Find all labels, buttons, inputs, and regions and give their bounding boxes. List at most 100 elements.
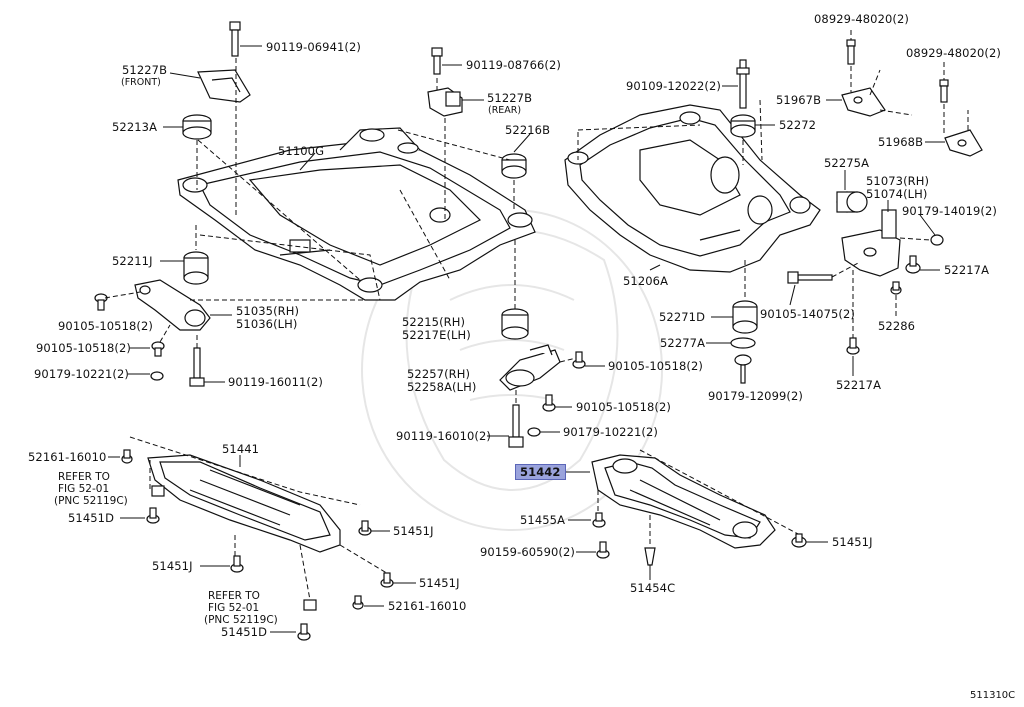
bushing-52213a[interactable] (182, 114, 212, 140)
clip-51451j-b[interactable] (358, 520, 372, 536)
label-90105-10518-c[interactable]: 90105-10518(2) (608, 359, 704, 373)
label-52213a[interactable]: 52213A (112, 120, 158, 134)
bolt-08929-48020-a[interactable] (846, 39, 856, 65)
label-51968b[interactable]: 51968B (878, 135, 924, 149)
ref-note-1-line2[interactable]: FIG 52-01 (58, 483, 110, 495)
front-crossmember-51100g[interactable] (177, 127, 536, 301)
clip-ref-fig52-01-b[interactable] (303, 599, 317, 611)
bolt-52286[interactable] (890, 281, 902, 295)
undercover-51441[interactable] (147, 454, 341, 553)
label-52217e-lh[interactable]: 52217E(LH) (402, 328, 471, 342)
label-90119-16010[interactable]: 90119-16010(2) (396, 429, 492, 443)
label-90179-10221-a[interactable]: 90179-10221(2) (34, 367, 130, 381)
bolt-52217a-a[interactable] (905, 255, 921, 274)
brace-51035-51036[interactable] (134, 279, 211, 331)
label-90105-14075[interactable]: 90105-14075(2) (760, 307, 856, 321)
label-51074-lh[interactable]: 51074(LH) (866, 187, 928, 201)
label-51100g[interactable]: 51100G (278, 144, 325, 158)
label-90119-08766[interactable]: 90119-08766(2) (466, 58, 562, 72)
label-90179-10221-b[interactable]: 90179-10221(2) (563, 425, 659, 439)
label-51451d-b[interactable]: 51451D (221, 625, 268, 639)
label-51451j-d[interactable]: 51451J (832, 535, 873, 549)
bolt-90119-08766[interactable] (431, 47, 443, 75)
clip-ref-fig52-01-a[interactable] (151, 485, 165, 497)
bolt-90159-60590[interactable] (596, 541, 610, 559)
label-52217a-a[interactable]: 52217A (944, 263, 990, 277)
label-51073-rh[interactable]: 51073(RH) (866, 174, 930, 188)
undercover-51442[interactable] (591, 454, 776, 549)
label-52215-rh[interactable]: 52215(RH) (402, 315, 466, 329)
clip-51451j-a[interactable] (230, 555, 244, 573)
washer-90179-10221-a[interactable] (150, 371, 164, 381)
bushing-52211j[interactable] (183, 251, 209, 285)
washer-90179-14019[interactable] (930, 234, 944, 246)
label-90179-12099[interactable]: 90179-12099(2) (708, 389, 804, 403)
label-90109-12022[interactable]: 90109-12022(2) (626, 79, 722, 93)
clip-52161-16010-a[interactable] (121, 449, 133, 464)
label-51441[interactable]: 51441 (222, 442, 260, 456)
bolt-90105-14075[interactable] (787, 271, 833, 284)
label-90159-60590[interactable]: 90159-60590(2) (480, 545, 576, 559)
label-51035-rh[interactable]: 51035(RH) (236, 304, 300, 318)
label-08929-48020-b[interactable]: 08929-48020(2) (906, 46, 1002, 60)
label-52211j[interactable]: 52211J (112, 254, 153, 268)
label-52286[interactable]: 52286 (878, 319, 916, 333)
bracket-51073-51074[interactable] (841, 209, 901, 277)
label-52216b[interactable]: 52216B (505, 123, 551, 137)
bolt-52217a-b[interactable] (846, 337, 860, 355)
label-90119-06941[interactable]: 90119-06941(2) (266, 40, 362, 54)
label-51442-highlighted[interactable]: 51442 (515, 464, 566, 480)
label-90119-16011[interactable]: 90119-16011(2) (228, 375, 324, 389)
bushing-52272[interactable] (730, 114, 756, 138)
bolt-90105-10518-c[interactable] (572, 351, 586, 369)
clip-51454c[interactable] (644, 547, 656, 566)
bracket-51227b-rear[interactable] (427, 87, 463, 117)
bracket-51968b[interactable] (944, 129, 983, 157)
bolt-90105-10518-b[interactable] (151, 341, 165, 357)
bushing-52215-52217e[interactable] (501, 308, 529, 340)
label-52161-16010-b[interactable]: 52161-16010 (388, 599, 467, 613)
label-52272[interactable]: 52272 (779, 118, 817, 132)
bolt-90119-06941[interactable] (229, 21, 241, 57)
label-90179-14019[interactable]: 90179-14019(2) (902, 204, 998, 218)
stopper-52257-52258a[interactable] (499, 344, 561, 391)
stud-90109-12022[interactable] (736, 59, 750, 109)
bushing-52275a[interactable] (836, 191, 868, 213)
label-51206a[interactable]: 51206A (623, 274, 669, 288)
label-52161-16010-a[interactable]: 52161-16010 (28, 450, 107, 464)
label-51451j-c[interactable]: 51451J (419, 576, 460, 590)
washer-52277a[interactable] (730, 337, 756, 349)
washer-90179-10221-b[interactable] (527, 427, 541, 437)
label-51227b-front[interactable]: 51227B (122, 63, 168, 77)
clip-51455a[interactable] (592, 512, 606, 528)
label-90105-10518-b[interactable]: 90105-10518(2) (36, 341, 132, 355)
bolt-90119-16010[interactable] (508, 404, 524, 448)
bolt-90105-10518-a[interactable] (94, 293, 108, 311)
bracket-51227b-front[interactable] (197, 69, 251, 103)
label-52271d[interactable]: 52271D (659, 310, 706, 324)
label-51455a[interactable]: 51455A (520, 513, 566, 527)
label-52217a-b[interactable]: 52217A (836, 378, 882, 392)
label-52257-rh[interactable]: 52257(RH) (407, 367, 471, 381)
bolt-90119-16011[interactable] (189, 347, 205, 387)
label-90105-10518-d[interactable]: 90105-10518(2) (576, 400, 672, 414)
rear-subframe-51206a[interactable] (564, 104, 821, 273)
label-51454c[interactable]: 51454C (630, 581, 676, 595)
label-90105-10518-a[interactable]: 90105-10518(2) (58, 319, 154, 333)
label-51451d-a[interactable]: 51451D (68, 511, 115, 525)
ref-note-2-line2[interactable]: FIG 52-01 (208, 602, 260, 614)
bracket-51967b[interactable] (841, 87, 886, 117)
clip-51451d-a[interactable] (146, 507, 160, 524)
label-52277a[interactable]: 52277A (660, 336, 706, 350)
label-51967b[interactable]: 51967B (776, 93, 822, 107)
label-52258a-lh[interactable]: 52258A(LH) (407, 380, 477, 394)
clip-51451d-b[interactable] (297, 623, 311, 641)
label-08929-48020-a[interactable]: 08929-48020(2) (814, 12, 910, 26)
bolt-90179-12099[interactable] (734, 354, 752, 384)
label-51451j-b[interactable]: 51451J (393, 524, 434, 538)
label-51227b-rear[interactable]: 51227B (487, 91, 533, 105)
label-51451j-a[interactable]: 51451J (152, 559, 193, 573)
bushing-52271d[interactable] (732, 300, 758, 334)
label-52275a[interactable]: 52275A (824, 156, 870, 170)
bushing-52216b[interactable] (501, 153, 527, 179)
